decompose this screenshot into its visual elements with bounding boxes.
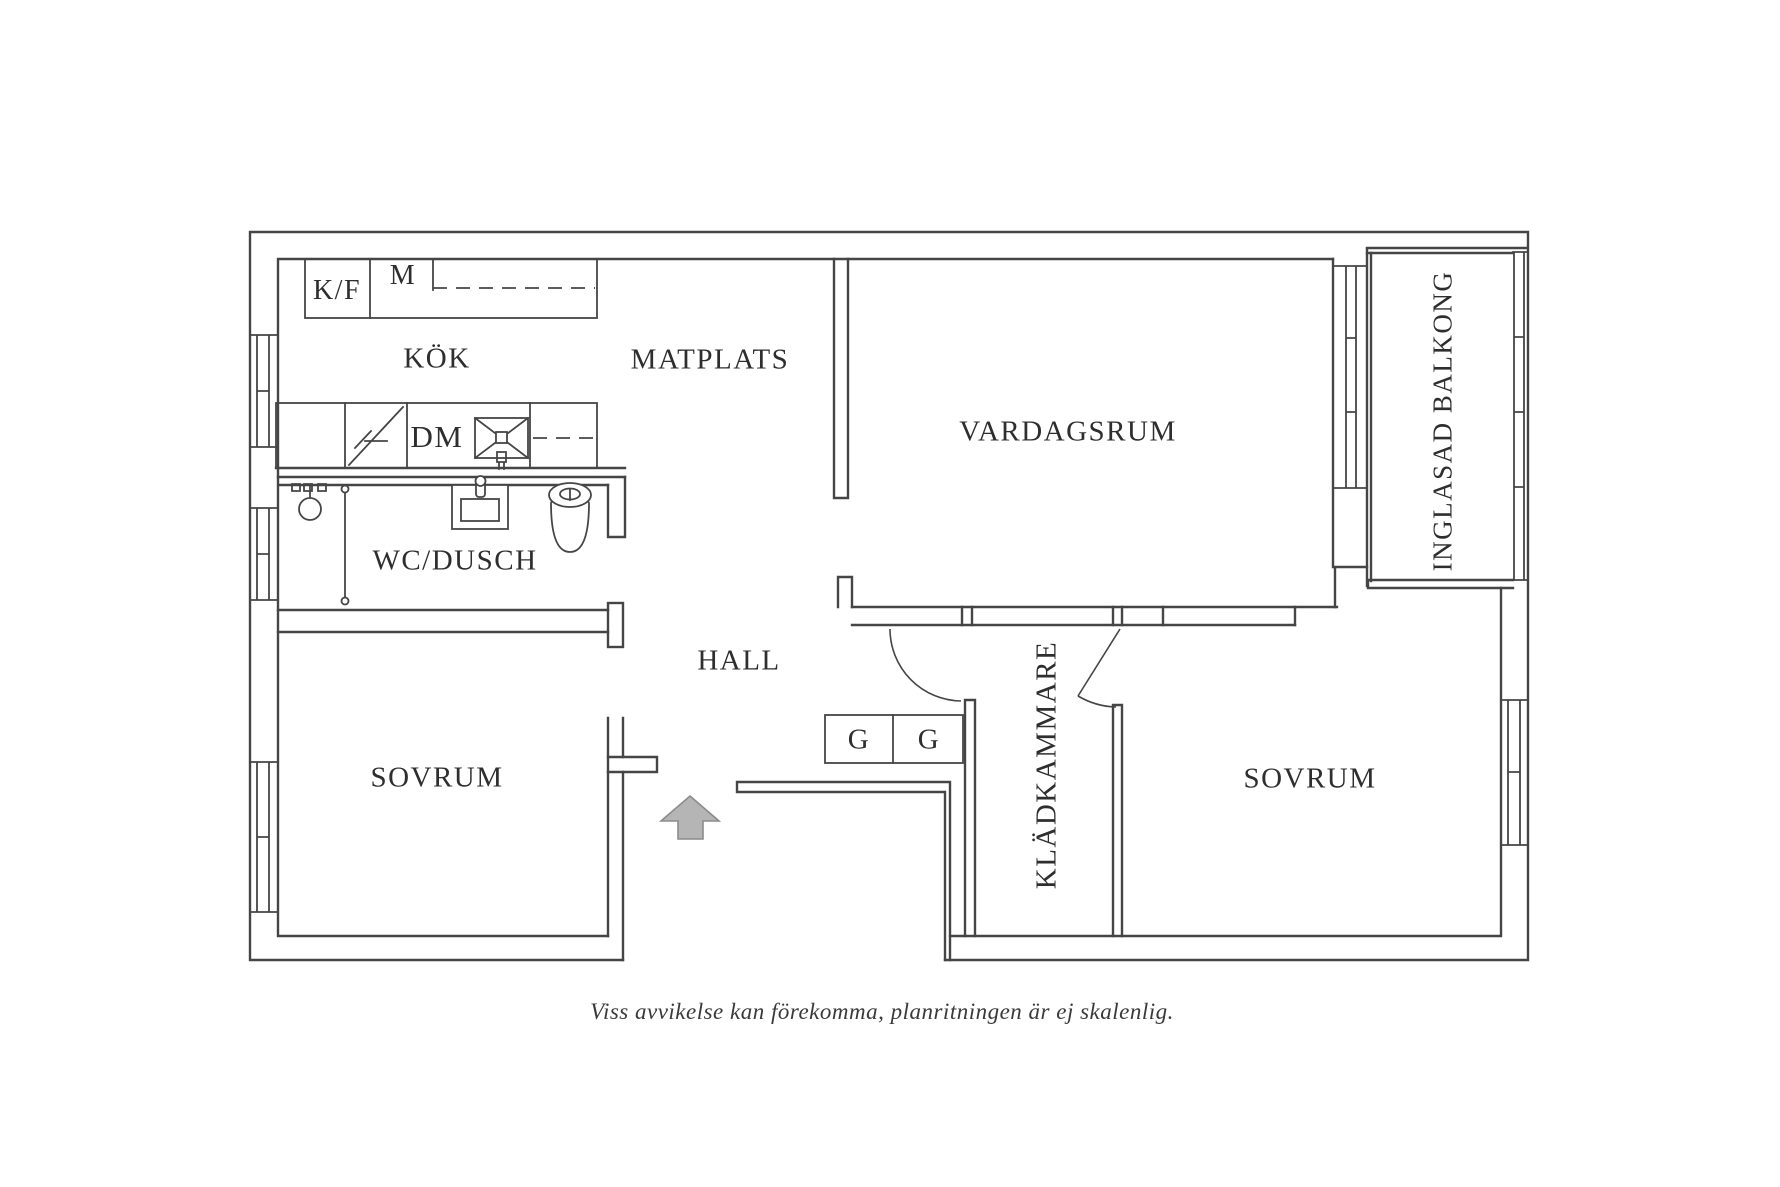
room-label-sovrum-left: SOVRUM — [370, 761, 504, 794]
wardrobe-closets — [824, 714, 964, 764]
fixture-label-kyl-frys: K/F — [312, 275, 362, 306]
room-label-kladkammare: KLÄDKAMMARE — [1030, 640, 1063, 890]
shower-rail-icon — [291, 483, 327, 492]
stove-icon — [347, 405, 405, 467]
room-label-hall: HALL — [697, 644, 781, 677]
entry-arrow — [658, 794, 722, 840]
room-label-sovrum-right: SOVRUM — [1243, 762, 1377, 795]
wc-fixtures — [291, 475, 592, 606]
room-label-vardagsrum: VARDAGSRUM — [959, 415, 1177, 448]
room-label-wc-dusch: WC/DUSCH — [372, 544, 538, 577]
outer-walls — [248, 230, 1530, 962]
fixture-label-garderob-2: G — [917, 723, 941, 756]
wardrobe-box — [824, 714, 964, 764]
room-label-kok: KÖK — [403, 342, 471, 375]
entrance-arrow-icon — [658, 794, 722, 840]
windows — [249, 251, 1529, 913]
sovrum-door-leaf — [1077, 628, 1121, 708]
fixture-label-micro: M — [389, 260, 417, 291]
fixture-label-garderob-1: G — [847, 723, 871, 756]
fixture-label-diskmaskin: DM — [410, 419, 464, 454]
room-label-matplats: MATPLATS — [630, 343, 790, 376]
upper-cabinet-row — [304, 258, 598, 319]
room-label-inglasad-balkong: INGLASAD BALKONG — [1427, 270, 1458, 572]
interior-walls — [274, 246, 1529, 962]
shower-head-icon — [298, 497, 322, 521]
kitchen-fixtures — [275, 258, 598, 470]
door-swings — [889, 628, 1121, 708]
counter-row — [275, 402, 598, 469]
hall-closet-door-arc — [889, 628, 962, 702]
disclaimer-caption: Viss avvikelse kan förekomma, planritnin… — [590, 999, 1174, 1024]
